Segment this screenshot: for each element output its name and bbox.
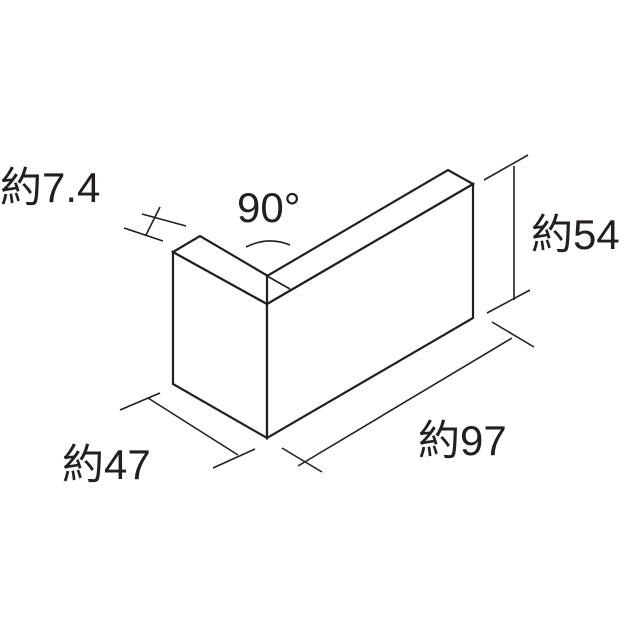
length-extension-right bbox=[491, 321, 535, 348]
thickness-dimension: 約7.4 bbox=[0, 164, 187, 242]
height-dimension: 約54 bbox=[483, 154, 620, 314]
tile-inner-corner-line bbox=[266, 275, 291, 290]
angle-dimension: 90° bbox=[237, 184, 301, 248]
angle-arc bbox=[245, 240, 291, 248]
length-extension-left bbox=[281, 447, 323, 473]
depth-label: 約47 bbox=[62, 441, 151, 488]
thickness-extension-1 bbox=[141, 213, 187, 227]
height-extension-bottom bbox=[486, 289, 531, 314]
length-dimension: 約97 bbox=[281, 321, 535, 473]
height-label: 約54 bbox=[531, 211, 620, 258]
angle-label: 90° bbox=[237, 184, 301, 231]
thickness-extension-2 bbox=[123, 227, 164, 242]
corner-tile bbox=[170, 168, 476, 440]
tile-top-right-edge bbox=[265, 168, 476, 306]
depth-extension-left bbox=[119, 392, 161, 411]
thickness-dimension-line bbox=[145, 206, 161, 236]
depth-dimension-line bbox=[147, 397, 239, 456]
height-extension-top bbox=[483, 154, 529, 181]
thickness-label: 約7.4 bbox=[0, 164, 100, 211]
length-label: 約97 bbox=[418, 417, 507, 464]
depth-dimension: 約47 bbox=[62, 392, 256, 488]
length-dimension-line bbox=[297, 337, 513, 467]
depth-extension-right bbox=[212, 448, 256, 469]
